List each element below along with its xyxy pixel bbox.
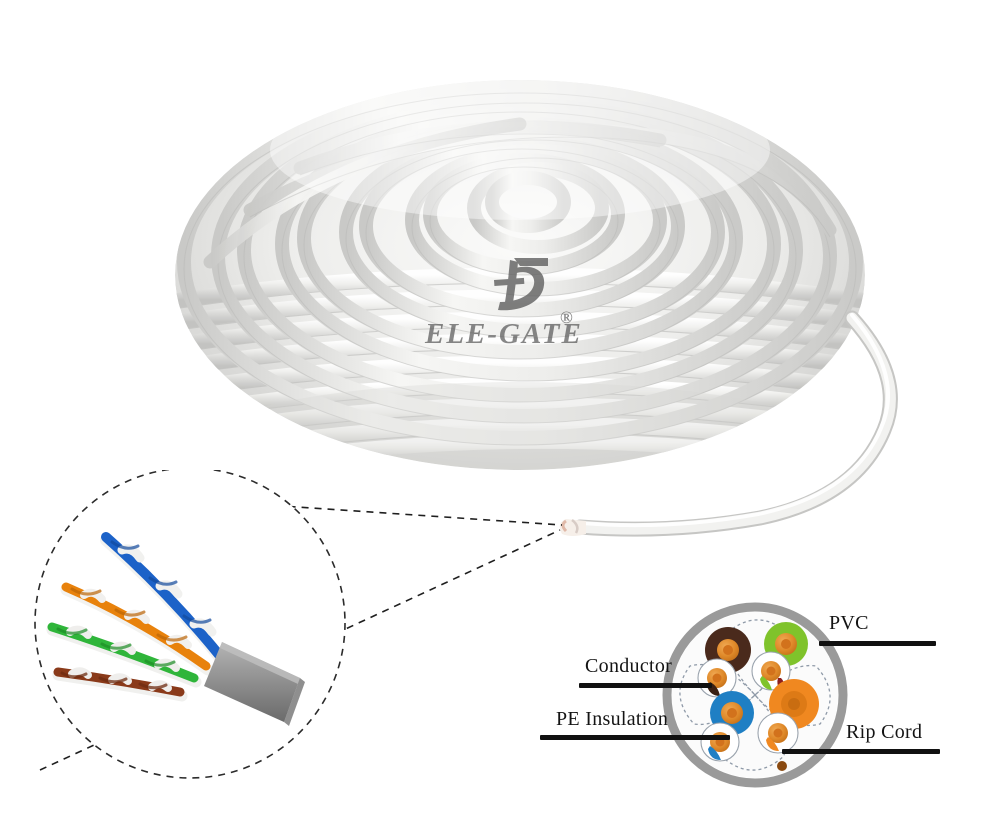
twisted-pair-blue [100,532,228,666]
pair-separator-dashes [679,619,831,771]
cross-section-pair-blue [700,691,754,762]
cross-section-pair-orange [757,679,819,754]
twisted-pair-green [46,622,202,688]
leader-line-rip-cord [782,749,940,754]
registered-trademark-icon: ® [560,308,573,327]
rip-cord-dot [777,761,787,771]
label-pe-insulation: PE Insulation [556,708,669,730]
leader-line-pe-insulation [540,735,730,740]
cross-section-pair-brown [697,627,751,698]
jacket-stub [204,642,305,726]
cable-cross-section-diagram [662,602,848,788]
watermark-brand-text: ELE-GATE [425,318,583,350]
cross-section-pair-green [751,622,808,691]
twisted-pair-orange [60,582,214,676]
ele-gate-monogram-icon [493,258,548,311]
pvc-jacket-ring [662,602,848,788]
leader-line-pvc [819,641,936,646]
label-conductor: Conductor [585,655,673,677]
cable-stripped-tip [559,519,586,536]
twisted-pair-brown [52,667,188,702]
leader-line-conductor [579,683,712,688]
cable-coil-photo [175,80,898,537]
label-rip-cord: Rip Cord [846,721,923,743]
label-pvc: PVC [829,612,869,634]
stripped-cable-magnified-callout [34,470,563,779]
